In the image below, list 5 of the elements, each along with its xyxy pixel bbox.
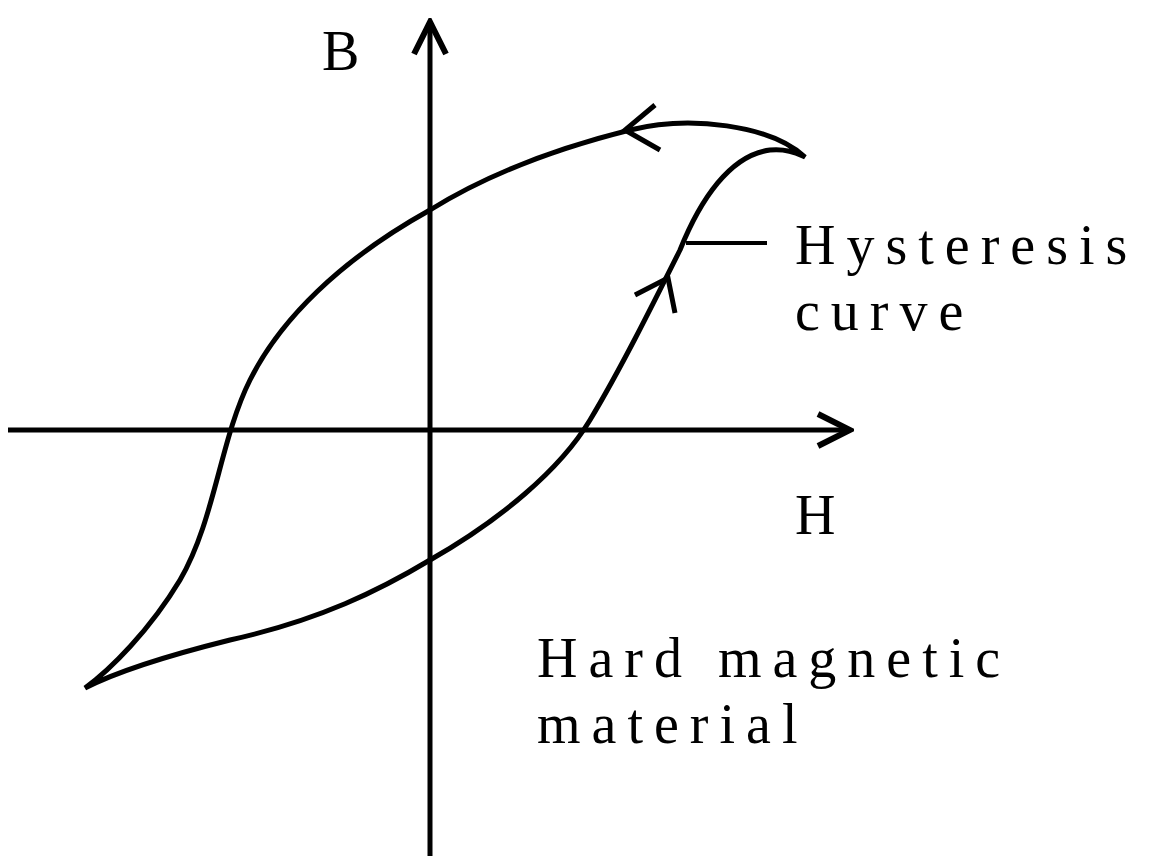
- leader-line: [686, 241, 767, 245]
- axis-label: H: [795, 483, 848, 548]
- callout-label: Hysteresis curve: [795, 212, 1150, 344]
- axis-label: B: [322, 19, 372, 84]
- caption-text: Hard magnetic material: [537, 626, 1013, 757]
